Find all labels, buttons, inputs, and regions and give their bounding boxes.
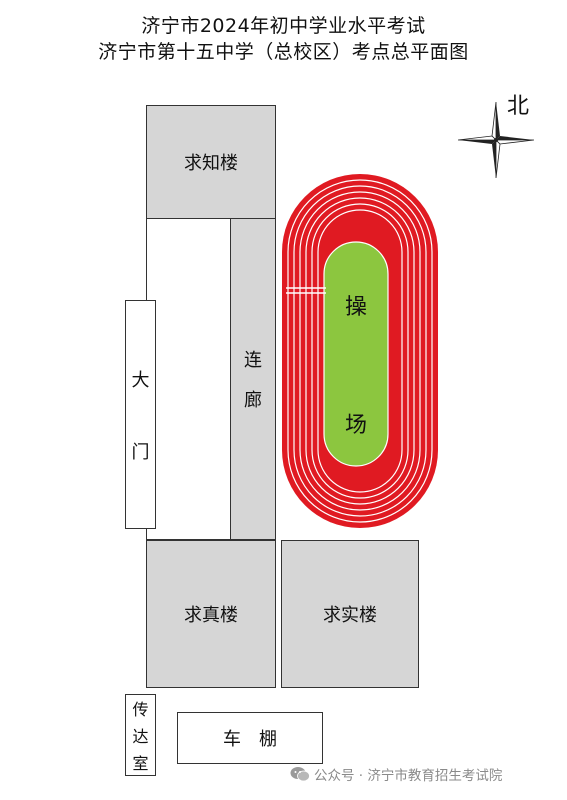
map-title-line1: 济宁市2024年初中学业水平考试	[141, 15, 426, 37]
compass-rose-icon	[458, 102, 534, 178]
building-qiushi: 求实楼	[281, 540, 419, 688]
main-gate: 大 门	[125, 300, 156, 529]
sports-field	[282, 174, 438, 528]
building-qiuzhi: 求知楼	[146, 105, 276, 219]
courtyard	[146, 218, 232, 540]
track-lane-3	[299, 191, 421, 511]
field-grass	[323, 241, 389, 467]
field-char-2: 场	[344, 413, 367, 438]
track-lane-6	[317, 209, 403, 493]
track-lane-1	[287, 179, 433, 523]
bike-shed-label: 车 棚	[223, 729, 277, 750]
track-lane-2	[293, 185, 427, 517]
start-line-markers	[286, 287, 326, 294]
watermark-text: 公众号 · 济宁市教育招生考试院	[314, 768, 503, 784]
wechat-icon	[290, 767, 310, 782]
building-qiuzhen-label: 求真楼	[184, 605, 238, 626]
north-label: 北	[507, 94, 530, 119]
building-qiuzhen: 求真楼	[146, 540, 276, 688]
bike-shed: 车 棚	[177, 712, 323, 764]
map-title-line2: 济宁市第十五中学（总校区）考点总平面图	[98, 41, 469, 63]
reception-room: 传 达 室	[125, 694, 156, 776]
corridor-char-2: 廊	[244, 390, 262, 411]
corridor-lianlang: 连 廊	[230, 218, 276, 540]
reception-char-2: 达	[132, 727, 149, 746]
track-lane-4	[305, 197, 415, 505]
corridor-char-1: 连	[244, 350, 262, 371]
building-qiushi-label: 求实楼	[323, 605, 377, 626]
gate-char-2: 门	[131, 441, 150, 463]
watermark: 公众号 · 济宁市教育招生考试院	[290, 764, 502, 784]
building-qiuzhi-label: 求知楼	[184, 153, 238, 174]
field-char-1: 操	[344, 295, 367, 320]
track-lane-5	[311, 203, 409, 499]
reception-char-1: 传	[132, 700, 149, 719]
gate-char-1: 大	[131, 369, 150, 391]
reception-char-3: 室	[132, 754, 149, 773]
